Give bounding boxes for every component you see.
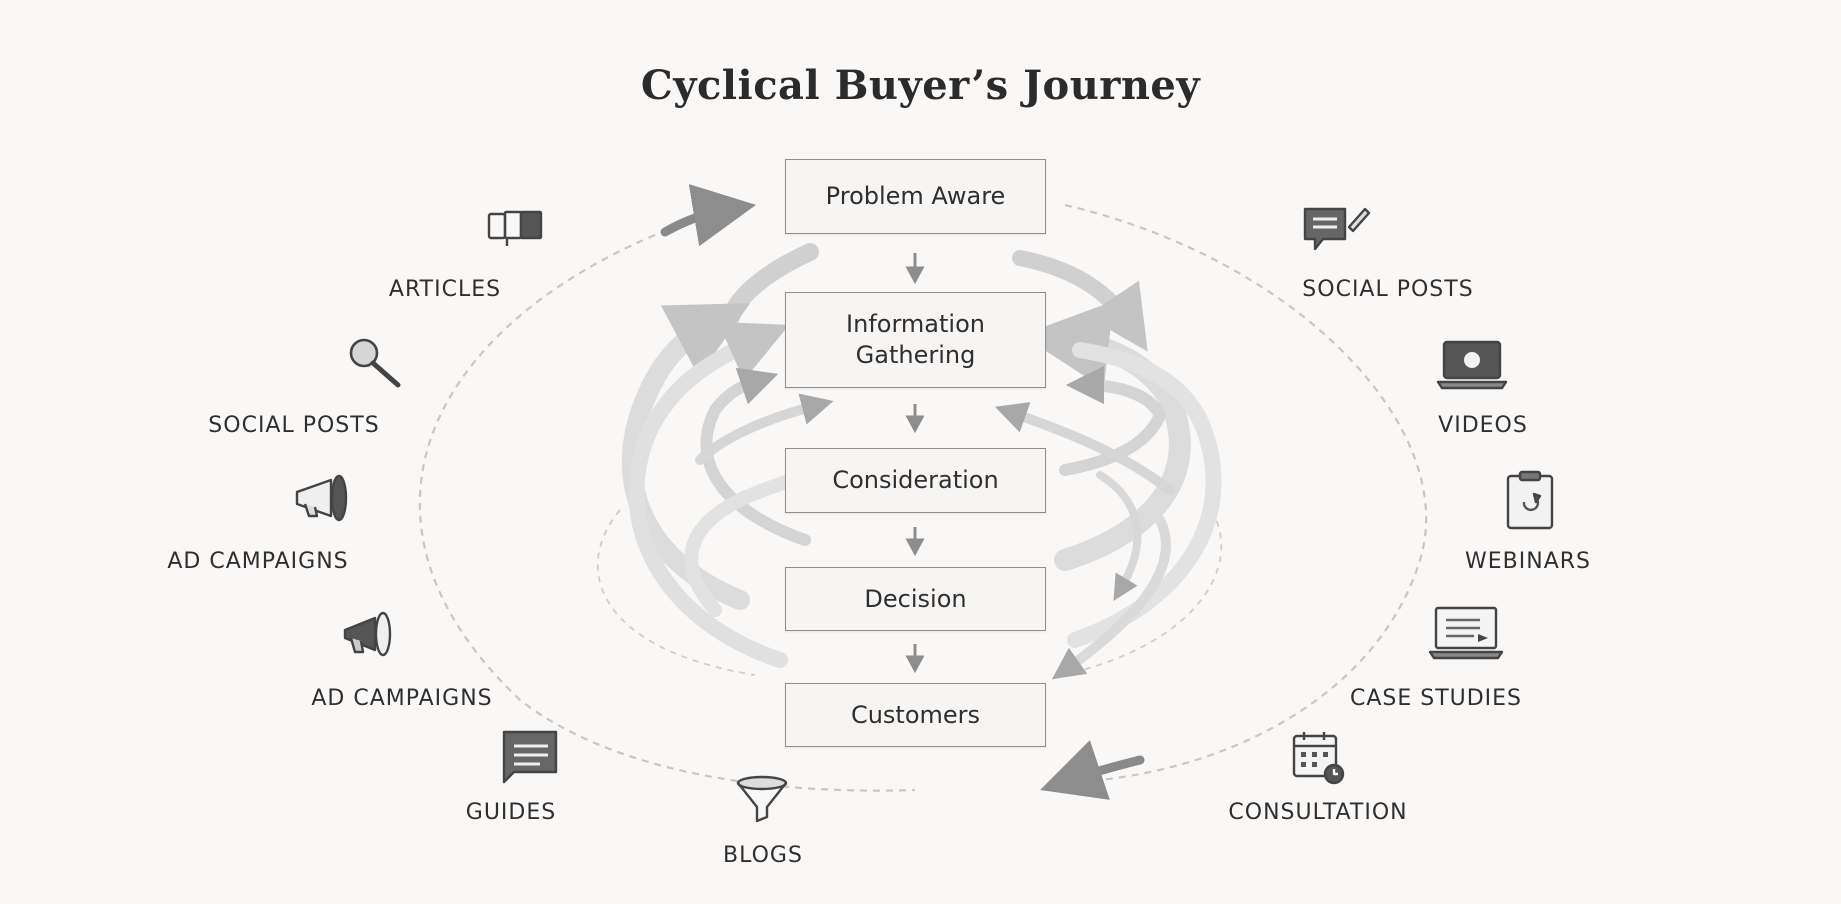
- book-icon: [487, 210, 543, 246]
- channel-left-articles: ARTICLES: [295, 269, 595, 302]
- arrow-into-problem-aware: [660, 184, 757, 247]
- calendar-clock-icon: [1292, 732, 1345, 785]
- connector-1: [905, 253, 925, 285]
- channel-right-case-studies: CASE STUDIES: [1286, 678, 1586, 711]
- swirl-right: [994, 250, 1222, 680]
- channel-label: VIDEOS: [1438, 413, 1528, 438]
- inner-dashed-right-arc: [1074, 499, 1223, 673]
- swirl-right-1: [1012, 250, 1148, 352]
- channel-label: ARTICLES: [388, 277, 502, 302]
- stage-information-gathering: Information Gathering: [785, 292, 1046, 388]
- channel-label: CASE STUDIES: [1349, 686, 1523, 711]
- swirl-left-5: [695, 393, 834, 465]
- channel-left-ad-campaigns-1: AD CAMPAIGNS: [108, 541, 408, 574]
- stage-consideration: Consideration: [785, 448, 1046, 513]
- channel-label: CONSULTATION: [1228, 800, 1408, 825]
- channel-label: AD CAMPAIGNS: [311, 686, 493, 711]
- channel-right-consultation: CONSULTATION: [1168, 792, 1468, 825]
- channel-label: GUIDES: [465, 800, 557, 825]
- laptop-video-icon: [1436, 340, 1508, 390]
- channel-right-webinars: WEBINARS: [1378, 541, 1678, 574]
- swirl-right-5: [994, 402, 1175, 495]
- stage-connectors: [905, 253, 925, 674]
- connector-4: [905, 644, 925, 674]
- swirl-left-6: [684, 473, 797, 617]
- channel-left-guides: GUIDES: [361, 792, 661, 825]
- channel-label: SOCIAL POSTS: [1302, 277, 1474, 302]
- magnifier-icon: [349, 338, 401, 388]
- swirl-left: [621, 243, 834, 668]
- channel-label: SOCIAL POSTS: [208, 413, 380, 438]
- stage-decision: Decision: [785, 567, 1046, 631]
- channel-left-blogs: BLOGS: [613, 835, 913, 868]
- channel-right-social-posts: SOCIAL POSTS: [1238, 269, 1538, 302]
- channel-left-ad-campaigns-2: AD CAMPAIGNS: [252, 678, 552, 711]
- megaphone-icon-2: [343, 611, 392, 657]
- swirl-right-7: [1096, 471, 1142, 601]
- outer-dashed-right-arc: [1064, 203, 1428, 782]
- swirl-left-3: [628, 321, 790, 668]
- megaphone-icon-1: [295, 474, 348, 522]
- chat-pencil-icon: [1303, 207, 1371, 251]
- connector-3: [905, 527, 925, 557]
- connector-2: [905, 404, 925, 434]
- channel-label: WEBINARS: [1465, 549, 1591, 574]
- clipboard-icon: [1506, 470, 1554, 530]
- swirl-left-4: [700, 367, 811, 546]
- swirl-right-6: [1051, 515, 1171, 680]
- channel-label: BLOGS: [723, 843, 803, 868]
- swirl-right-3: [1067, 342, 1222, 648]
- laptop-document-icon: [1428, 606, 1504, 660]
- arrow-into-customers: [1040, 740, 1145, 800]
- channel-left-social-posts: SOCIAL POSTS: [144, 405, 444, 438]
- stage-problem-aware: Problem Aware: [785, 159, 1046, 234]
- swirl-left-2: [621, 303, 751, 610]
- channel-label: AD CAMPAIGNS: [167, 549, 349, 574]
- diagram-title: Cyclical Buyer’s Journey: [640, 62, 1201, 109]
- inner-dashed-left-arc: [596, 509, 756, 676]
- channel-right-videos: VIDEOS: [1333, 405, 1633, 438]
- stage-customers: Customers: [785, 683, 1046, 747]
- swirl-right-4: [1059, 365, 1167, 476]
- funnel-icon: [736, 775, 788, 823]
- guide-card-icon: [502, 730, 558, 784]
